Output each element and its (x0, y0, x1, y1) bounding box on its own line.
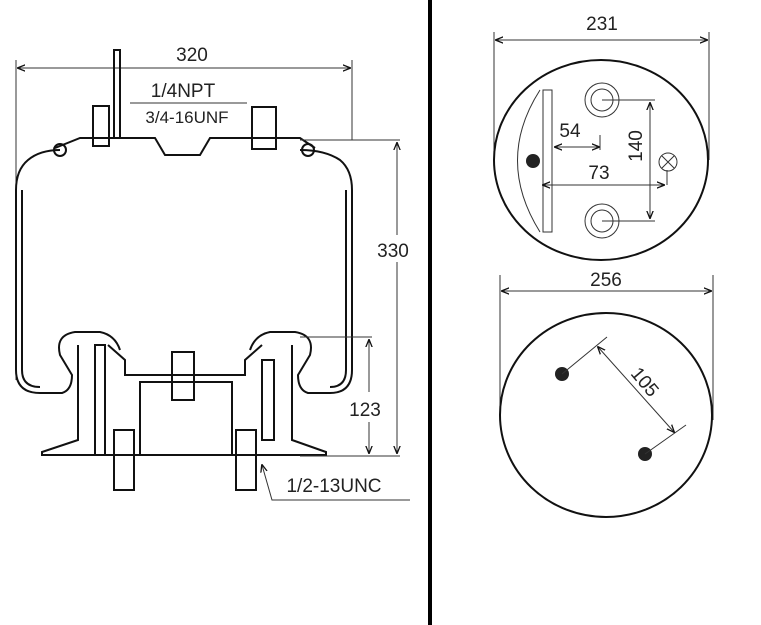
lower-height-dimension-label: 123 (349, 400, 381, 421)
bottom-diameter-label: 256 (590, 270, 622, 291)
side-view (15, 49, 410, 501)
bottom-stud-spacing-label: 105 (626, 364, 662, 402)
width-dimension-label: 320 (176, 45, 208, 66)
offset-73-label: 73 (588, 163, 609, 184)
air-fitting-label: 1/4NPT (151, 81, 216, 102)
offset-54-label: 54 (559, 121, 581, 142)
bottom-stud-label: 1/2-13UNC (286, 476, 381, 497)
bottom-view (499, 275, 714, 518)
view-divider (428, 0, 432, 625)
top-stud-label: 3/4-16UNF (145, 108, 228, 127)
top-stud-spacing-label: 140 (626, 130, 647, 162)
center-mark-icon (658, 152, 678, 172)
air-fitting-dot (526, 154, 540, 168)
height-dimension-label: 330 (377, 241, 409, 262)
top-diameter-label: 231 (586, 14, 618, 35)
top-view (493, 32, 710, 261)
